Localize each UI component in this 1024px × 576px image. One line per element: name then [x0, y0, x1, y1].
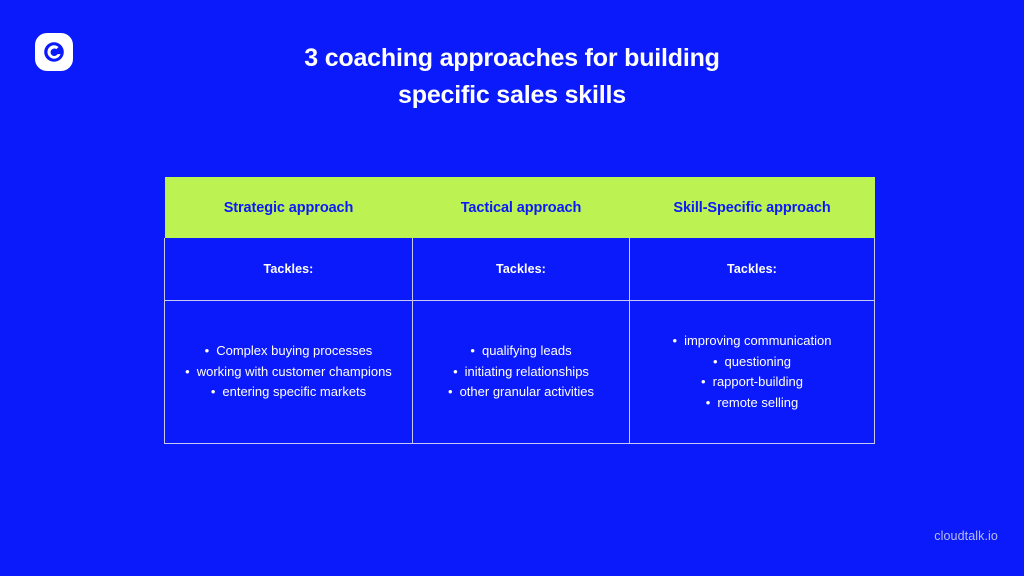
tackles-label-skill-specific: Tackles:	[629, 238, 875, 301]
column-header-strategic: Strategic approach	[164, 177, 413, 238]
list-item: remote selling	[673, 393, 832, 414]
list-item: questioning	[673, 352, 832, 373]
list-item: qualifying leads	[448, 341, 594, 362]
list-item: working with customer champions	[185, 362, 392, 383]
table-header-row: Strategic approach Tactical approach Ski…	[164, 177, 875, 238]
tackles-label-strategic: Tackles:	[164, 238, 413, 301]
list-item: Complex buying processes	[185, 341, 392, 362]
table-row: Complex buying processesworking with cus…	[164, 300, 875, 444]
bullet-list-strategic: Complex buying processesworking with cus…	[185, 341, 392, 403]
table-row: Tackles: Tackles: Tackles:	[164, 238, 875, 301]
footer-website: cloudtalk.io	[934, 529, 998, 543]
slide-title: 3 coaching approaches for building speci…	[0, 40, 1024, 114]
bullet-list-skill-specific: improving communicationquestioningrappor…	[673, 331, 832, 414]
list-item: entering specific markets	[185, 382, 392, 403]
cell-tactical-items: qualifying leadsinitiating relationships…	[412, 300, 630, 444]
tackles-label-tactical: Tackles:	[412, 238, 630, 301]
slide-title-line-1: 3 coaching approaches for building	[304, 44, 720, 72]
cloudtalk-c-logo-icon	[42, 40, 66, 64]
bullet-list-tactical: qualifying leadsinitiating relationships…	[448, 341, 594, 403]
approaches-table: Strategic approach Tactical approach Ski…	[164, 177, 875, 444]
slide-title-line-2: specific sales skills	[398, 81, 626, 109]
list-item: initiating relationships	[448, 362, 594, 383]
list-item: rapport-building	[673, 372, 832, 393]
list-item: improving communication	[673, 331, 831, 352]
cloudtalk-logo	[35, 33, 73, 71]
cell-skill-specific-items: improving communicationquestioningrappor…	[629, 300, 875, 444]
column-header-skill-specific: Skill-Specific approach	[629, 177, 875, 238]
column-header-tactical: Tactical approach	[412, 177, 630, 238]
cell-strategic-items: Complex buying processesworking with cus…	[164, 300, 413, 444]
list-item: other granular activities	[448, 382, 594, 403]
